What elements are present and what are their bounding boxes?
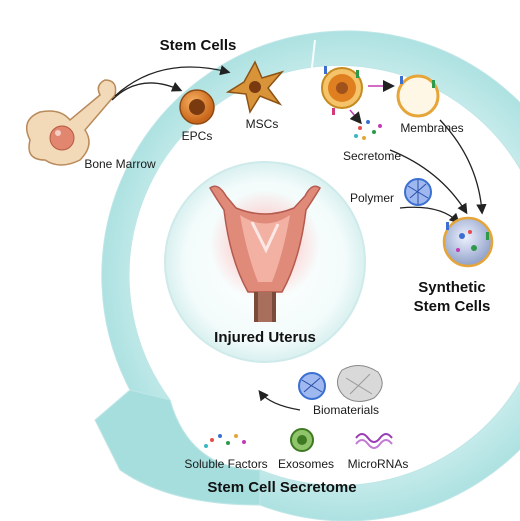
soluble-factors-icon: [204, 434, 246, 448]
synthetic-stem-cell-icon: [442, 216, 494, 268]
membrane-icon: [396, 74, 440, 118]
secretome-title: Stem Cell Secretome: [207, 479, 356, 496]
bone-marrow-label: Bone Marrow: [84, 157, 156, 171]
biomaterials-label: Biomaterials: [313, 403, 379, 417]
epcs-label: EPCs: [182, 129, 213, 143]
soluble-factors-label: Soluble Factors: [184, 457, 267, 471]
secretome-label: Secretome: [343, 149, 401, 163]
arrow-membranes-to-synthetic: [439, 119, 487, 215]
epc-cell-icon: [179, 89, 215, 125]
biomaterial-blue-icon: [298, 372, 326, 400]
arrow-to-epcs: [111, 82, 183, 101]
polymer-icon: [404, 178, 432, 206]
microrna-icon: [355, 433, 393, 449]
synthetic-title-line2: Stem Cells: [414, 298, 491, 315]
outer-ring: [94, 30, 520, 521]
exosome-icon: [290, 428, 314, 452]
secretome-section: Biomaterials Soluble Factors Exosomes Mi…: [184, 365, 408, 496]
secretome-dots-icon: [354, 120, 382, 140]
arrow-to-mscs: [114, 65, 231, 97]
stem-cells-title: Stem Cells: [160, 37, 237, 54]
arrow-polymer-to-synthetic: [399, 206, 460, 224]
arrow-biomaterials-to-uterus: [258, 389, 301, 411]
synthetic-stem-cells-section: Membranes Secretome Polymer: [321, 66, 494, 315]
stem-cells-section: Stem Cells Bone Marrow EPCs MSCs: [25, 37, 285, 171]
uterus-illustration: [209, 185, 321, 322]
source-cell-icon: [321, 66, 363, 115]
arrow-secretome-to-synthetic: [389, 149, 468, 215]
msc-cell-icon: [225, 60, 285, 114]
polymer-label: Polymer: [350, 191, 394, 205]
center-label: Injured Uterus: [214, 329, 316, 346]
exosomes-label: Exosomes: [278, 457, 334, 471]
biomaterial-grey-icon: [337, 365, 383, 402]
mscs-label: MSCs: [246, 117, 279, 131]
micrornas-label: MicroRNAs: [348, 457, 409, 471]
center-uterus-panel: Injured Uterus: [164, 161, 366, 363]
bone-marrow-icon: [25, 79, 117, 166]
arrow-to-secretome: [349, 109, 362, 125]
membranes-label: Membranes: [400, 121, 463, 135]
synthetic-title-line1: Synthetic: [418, 279, 486, 296]
